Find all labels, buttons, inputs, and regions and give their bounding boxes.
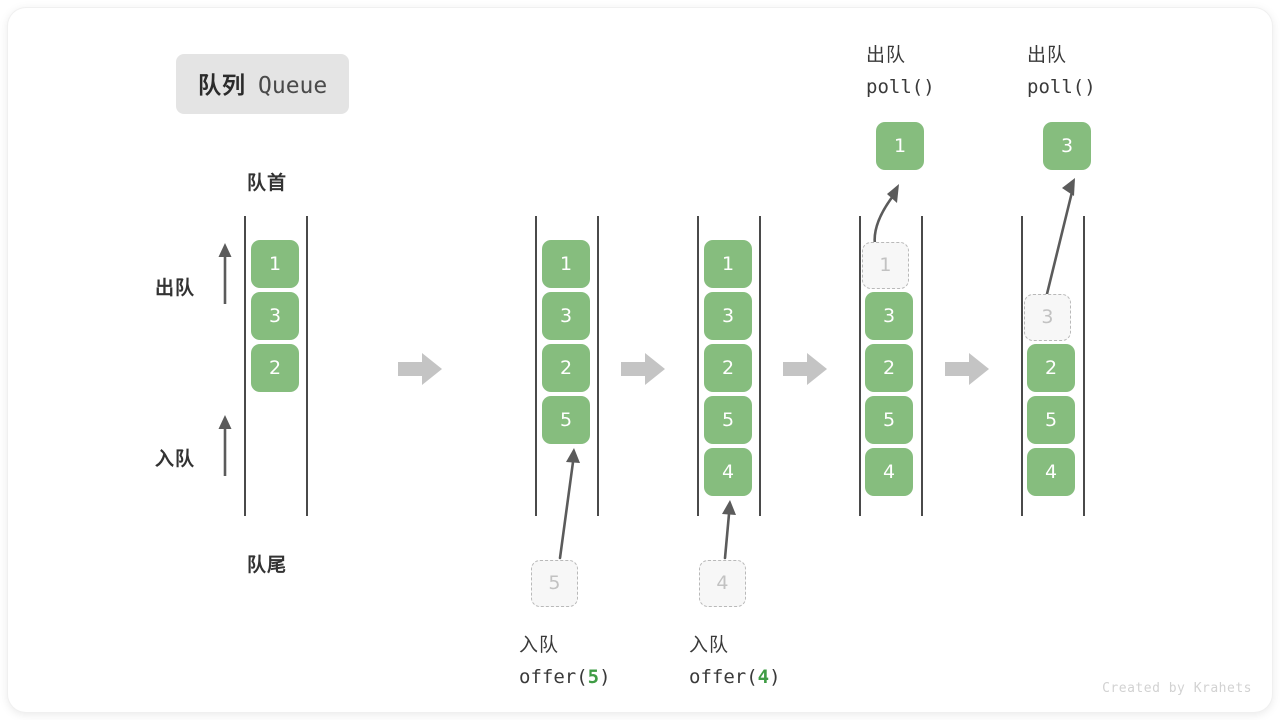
stage3-box-3: 5 — [704, 396, 752, 444]
queue-head-label: 队首 — [247, 172, 288, 194]
stage3-op-signature: offer(4) — [689, 666, 781, 688]
stage5-op-label-cn: 出队 — [1027, 44, 1068, 66]
stage3-offer-arrow-icon — [711, 492, 747, 560]
stage4-polled-result-box: 1 — [876, 122, 924, 170]
stage2-box-0: 1 — [542, 240, 590, 288]
stage4-box-4: 4 — [865, 448, 913, 496]
diagram-title-badge: 队列 Queue — [176, 54, 350, 114]
stage4-poll-arrow-icon — [863, 176, 911, 252]
stage4-box-1: 3 — [865, 292, 913, 340]
queue-tail-label: 队尾 — [247, 554, 288, 576]
stage4-outgoing-ghost-box: 1 — [862, 242, 909, 289]
step-arrow-4-icon — [945, 352, 989, 386]
stage1-box-0: 1 — [251, 240, 299, 288]
stage1-box-1: 3 — [251, 292, 299, 340]
step-arrow-3-icon — [783, 352, 827, 386]
step-arrow-1-icon — [398, 352, 442, 386]
stage2-box-2: 2 — [542, 344, 590, 392]
stage3-incoming-ghost-box: 4 — [699, 560, 746, 607]
stage5-rail-right — [1083, 216, 1085, 516]
stage3-rail-left — [697, 216, 699, 516]
stage3-box-0: 1 — [704, 240, 752, 288]
dequeue-direction-label: 出队 — [155, 277, 196, 299]
stage1-box-2: 2 — [251, 344, 299, 392]
title-chinese: 队列 — [198, 73, 246, 99]
stage4-rail-right — [921, 216, 923, 516]
enqueue-direction-arrow-icon — [214, 414, 236, 476]
stage1-rail-left — [244, 216, 246, 516]
stage2-incoming-ghost-box: 5 — [531, 560, 578, 607]
stage5-box-2: 5 — [1027, 396, 1075, 444]
stage2-box-1: 3 — [542, 292, 590, 340]
dequeue-direction-arrow-icon — [214, 242, 236, 304]
stage1-rail-right — [306, 216, 308, 516]
stage3-op-arg: 4 — [757, 666, 770, 688]
stage2-op-label-cn: 入队 — [519, 634, 560, 656]
stage3-box-4: 4 — [704, 448, 752, 496]
stage4-box-2: 2 — [865, 344, 913, 392]
diagram-card: 队列 Queue 队首 队尾 出队 入队 1 3 2 1 3 2 5 5 — [8, 8, 1272, 712]
watermark-credit: Created by Krahets — [1102, 681, 1252, 696]
stage3-rail-right — [759, 216, 761, 516]
title-english: Queue — [258, 73, 328, 99]
stage4-op-label-cn: 出队 — [866, 44, 907, 66]
stage2-offer-arrow-icon — [543, 440, 583, 560]
stage3-op-fn-suffix: ) — [769, 666, 781, 688]
stage3-box-1: 3 — [704, 292, 752, 340]
stage5-op-signature: poll() — [1027, 76, 1096, 98]
stage4-box-3: 5 — [865, 396, 913, 444]
stage2-op-fn-prefix: offer( — [519, 666, 588, 688]
stage4-op-signature: poll() — [866, 76, 935, 98]
stage2-box-3: 5 — [542, 396, 590, 444]
stage5-box-3: 4 — [1027, 448, 1075, 496]
stage2-op-arg: 5 — [587, 666, 600, 688]
stage4-rail-left — [859, 216, 861, 516]
stage2-op-signature: offer(5) — [519, 666, 611, 688]
stage5-polled-result-box: 3 — [1043, 122, 1091, 170]
stage3-op-label-cn: 入队 — [689, 634, 730, 656]
stage2-rail-left — [535, 216, 537, 516]
enqueue-direction-label: 入队 — [155, 448, 196, 470]
stage2-op-fn-suffix: ) — [599, 666, 611, 688]
stage5-box-1: 2 — [1027, 344, 1075, 392]
stage5-poll-arrow-icon — [1028, 170, 1084, 300]
stage5-outgoing-ghost-box: 3 — [1024, 294, 1071, 341]
stage3-box-2: 2 — [704, 344, 752, 392]
step-arrow-2-icon — [621, 352, 665, 386]
stage2-rail-right — [597, 216, 599, 516]
stage3-op-fn-prefix: offer( — [689, 666, 758, 688]
stage5-rail-left — [1021, 216, 1023, 516]
